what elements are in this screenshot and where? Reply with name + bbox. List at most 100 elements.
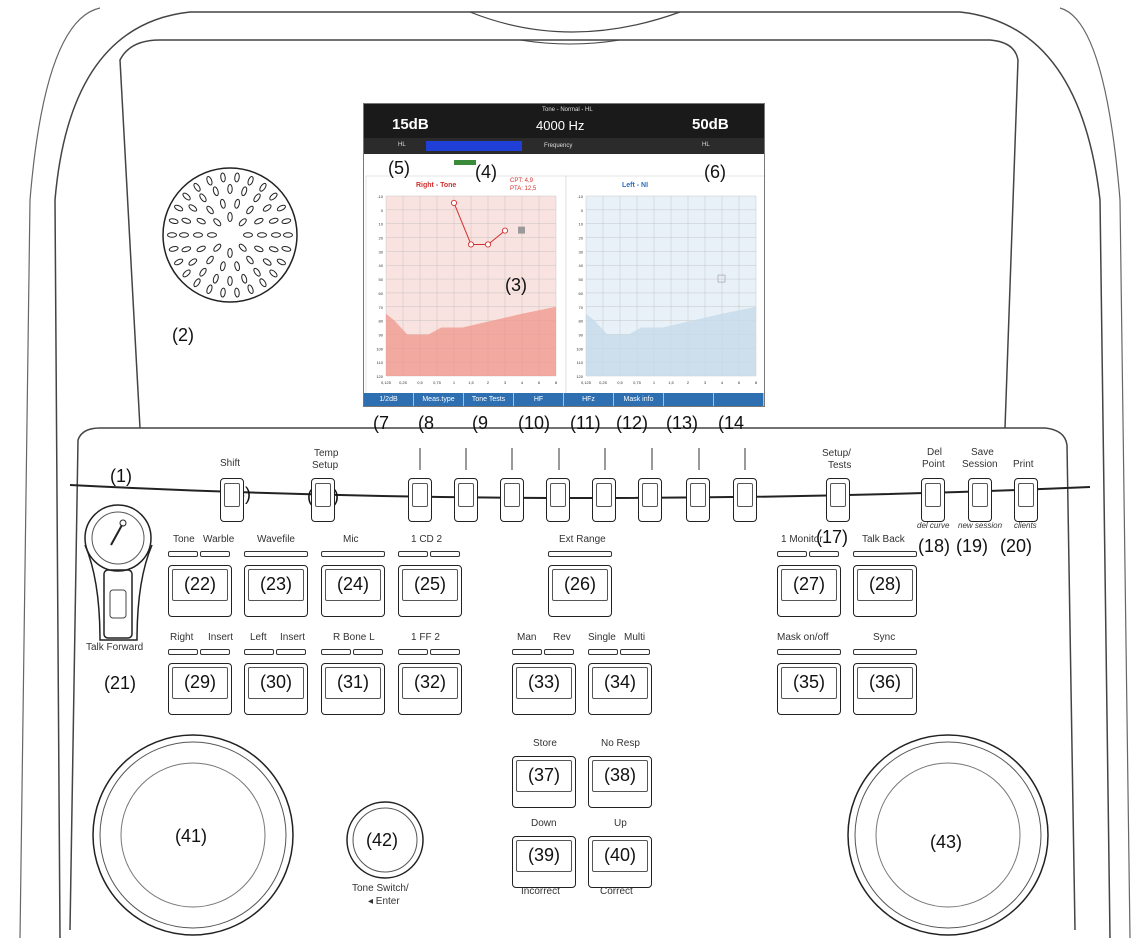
label-insert1: Insert	[208, 632, 234, 643]
screen-subheader: HL Frequency HL	[364, 138, 764, 154]
right-x-tick: 0,25	[399, 380, 408, 385]
left-x-tick: 6	[738, 380, 741, 385]
softkey-8-button[interactable]	[733, 478, 757, 522]
label-wavefile: Wavefile	[257, 534, 295, 545]
softkey-1-button[interactable]	[408, 478, 432, 522]
label-n10: (10)	[518, 413, 551, 433]
left-x-tick: 8	[755, 380, 758, 385]
right-knob[interactable]	[848, 735, 1048, 935]
talk-forward-button[interactable]	[85, 505, 152, 640]
key-38-button[interactable]: (38)	[588, 756, 652, 808]
softkey-2-button[interactable]	[454, 478, 478, 522]
right-x-tick: 1	[453, 380, 456, 385]
right-y-tick: 0	[381, 208, 384, 213]
led-indicator-1	[168, 551, 198, 557]
key-22-button[interactable]: (22)	[168, 565, 232, 617]
label-setup_tests_2: Tests	[828, 460, 852, 471]
label-up: Up	[614, 818, 627, 829]
softkey-4-button[interactable]	[546, 478, 570, 522]
left-x-tick: 1	[653, 380, 656, 385]
led-indicator-10	[853, 551, 917, 557]
key-29-label: (29)	[183, 672, 216, 692]
screen-softkey-1: 1/2dB	[364, 393, 414, 406]
screen-softkey-7	[664, 393, 714, 406]
left-y-tick: 100	[576, 346, 583, 351]
temp-setup-button[interactable]	[311, 478, 335, 522]
screen-header: Tone - Normal - HL 15dB 4000 Hz 50dB	[364, 104, 764, 138]
left-y-tick: 70	[579, 305, 584, 310]
key-28-button[interactable]: (28)	[853, 565, 917, 617]
tone-switch-button[interactable]	[347, 802, 423, 878]
right-x-tick: 6	[538, 380, 541, 385]
del-point-button[interactable]	[921, 478, 945, 522]
key-23-button[interactable]: (23)	[244, 565, 308, 617]
led-indicator-13	[244, 649, 274, 655]
screen-softkey-2: Meas.type	[414, 393, 464, 406]
left-y-tick: 20	[579, 236, 584, 241]
label-multi: Multi	[624, 632, 646, 643]
key-40-button[interactable]: (40)	[588, 836, 652, 888]
left-x-tick: 0,25	[599, 380, 608, 385]
right-y-tick: 90	[379, 332, 384, 337]
key-35-button[interactable]: (35)	[777, 663, 841, 715]
led-indicator-8	[777, 551, 807, 557]
key-33-button[interactable]: (33)	[512, 663, 576, 715]
left-x-tick: 0,125	[581, 380, 592, 385]
key-25-label: (25)	[413, 574, 446, 594]
right-threshold-point	[450, 199, 458, 206]
key-24-button[interactable]: (24)	[321, 565, 385, 617]
right-x-tick: 2	[487, 380, 490, 385]
frequency-label: Frequency	[544, 143, 573, 149]
led-indicator-9	[809, 551, 839, 557]
right-y-tick: 110	[377, 360, 384, 365]
key-30-button[interactable]: (30)	[244, 663, 308, 715]
softkey-3-button[interactable]	[500, 478, 524, 522]
left-x-tick: 4	[721, 380, 724, 385]
label-down: Down	[531, 818, 557, 829]
key-31-button[interactable]: (31)	[321, 663, 385, 715]
right-y-tick: 50	[379, 277, 384, 282]
softkey-6-button[interactable]	[638, 478, 662, 522]
softkey-7-button[interactable]	[686, 478, 710, 522]
right-y-tick: 60	[379, 291, 384, 296]
label-n18: (18)	[918, 536, 951, 556]
key-32-button[interactable]: (32)	[398, 663, 462, 715]
print-button[interactable]	[1014, 478, 1038, 522]
left-level-readout: 50dB	[692, 116, 729, 133]
right-y-tick: 70	[379, 305, 384, 310]
label-print: Print	[1013, 459, 1034, 470]
label-left: Left	[250, 632, 267, 643]
save-session-button[interactable]	[968, 478, 992, 522]
key-29-button[interactable]: (29)	[168, 663, 232, 715]
label-n13: (13)	[666, 413, 699, 433]
right-x-tick: 4	[521, 380, 524, 385]
left-hearing-region	[586, 306, 756, 376]
right-y-tick: 100	[376, 346, 383, 351]
softkey-5-button[interactable]	[592, 478, 616, 522]
shift-button[interactable]	[220, 478, 244, 522]
key-31-label: (31)	[336, 672, 369, 692]
key-27-button[interactable]: (27)	[777, 565, 841, 617]
label-n43: (43)	[930, 832, 963, 852]
label-ext_range: Ext Range	[559, 534, 606, 545]
key-26-button[interactable]: (26)	[548, 565, 612, 617]
key-39-button[interactable]: (39)	[512, 836, 576, 888]
left-knob[interactable]	[93, 735, 293, 935]
key-36-label: (36)	[868, 672, 901, 692]
setup-tests-button[interactable]	[826, 478, 850, 522]
key-25-button[interactable]: (25)	[398, 565, 462, 617]
led-indicator-6	[430, 551, 460, 557]
key-36-button[interactable]: (36)	[853, 663, 917, 715]
key-34-button[interactable]: (34)	[588, 663, 652, 715]
label-save_session_1: Save	[971, 447, 994, 458]
right-x-tick: 0,5	[417, 380, 423, 385]
led-indicator-24	[853, 649, 917, 655]
key-37-button[interactable]: (37)	[512, 756, 576, 808]
label-del_point_1: Del	[927, 447, 943, 458]
label-n9: (9	[472, 413, 489, 433]
label-tone_switch_2: ◂ Enter	[368, 896, 400, 907]
left-y-tick: 0	[581, 208, 584, 213]
right-y-tick: 20	[379, 236, 384, 241]
